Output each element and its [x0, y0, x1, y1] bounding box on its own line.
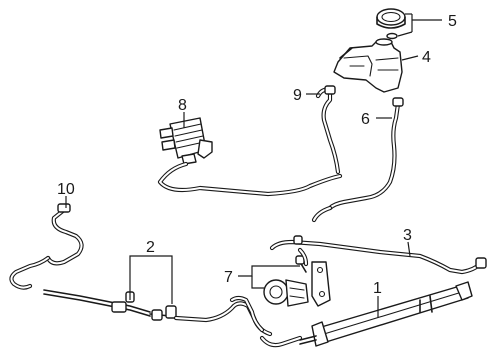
callout-5: 5 [448, 13, 457, 30]
lower-left-line [43, 289, 177, 321]
callout-1: 1 [373, 280, 382, 297]
callout-2: 2 [146, 239, 155, 256]
callout-4: 4 [422, 49, 431, 66]
callout-7: 7 [224, 269, 233, 286]
cooler-feed-line [157, 161, 343, 197]
feed-hose-illustration [315, 85, 341, 175]
callout-10: 10 [57, 181, 75, 198]
callout-8: 8 [178, 97, 187, 114]
oil-cooler-illustration [159, 117, 213, 165]
cooler-bar-illustration [299, 281, 473, 347]
pump-feed-hose [173, 295, 303, 348]
return-line-illustration [9, 203, 84, 290]
callout-9: 9 [293, 87, 302, 104]
supply-hose-illustration [311, 97, 404, 223]
reservoir-cap-illustration [376, 8, 406, 40]
return-hose-illustration [269, 235, 487, 275]
pump-illustration [263, 255, 331, 307]
callout-6: 6 [361, 111, 370, 128]
leader-lines [65, 13, 442, 318]
callout-labels: 5 4 6 9 8 10 2 7 3 1 [57, 13, 457, 297]
reservoir-illustration [333, 38, 403, 93]
callout-3: 3 [403, 227, 412, 244]
